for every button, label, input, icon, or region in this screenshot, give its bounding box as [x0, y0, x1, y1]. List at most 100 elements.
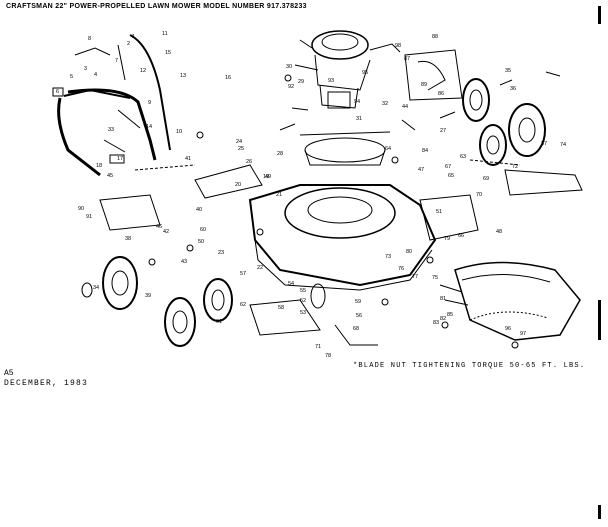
- callout: 15: [165, 50, 171, 56]
- callout: 38: [125, 236, 131, 242]
- callout: 33: [108, 127, 114, 133]
- callout: 70: [476, 192, 482, 198]
- callout: 30: [286, 64, 292, 70]
- callout: 91: [86, 214, 92, 220]
- callout: 59: [355, 299, 361, 305]
- callout: 32: [382, 101, 388, 107]
- callout: 37: [541, 141, 547, 147]
- hardware-parts: [148, 71, 561, 349]
- callout: 53: [300, 310, 306, 316]
- callout: 69: [483, 176, 489, 182]
- callout: 29: [298, 79, 304, 85]
- callout: 76: [398, 266, 404, 272]
- callout: 49: [265, 174, 271, 180]
- callout: 17: [117, 156, 123, 162]
- callout: 68: [353, 326, 359, 332]
- callout: 11: [162, 31, 168, 37]
- callout: 78: [325, 353, 331, 359]
- callout: 36: [510, 86, 516, 92]
- callout: 61: [216, 319, 222, 325]
- document-title: CRAFTSMAN 22" POWER-PROPELLED LAWN MOWER…: [6, 3, 307, 10]
- callout: 75: [432, 275, 438, 281]
- callout: 81: [440, 296, 446, 302]
- callout: 45: [107, 173, 113, 179]
- callout: 28: [277, 151, 283, 157]
- callout: 48: [496, 229, 502, 235]
- callout: 25: [238, 146, 244, 152]
- engine-icon: [294, 30, 463, 109]
- handle-icon: [52, 34, 171, 177]
- callout: 62: [240, 302, 246, 308]
- callout: 43: [181, 259, 187, 265]
- callout: 4: [94, 72, 97, 78]
- callout: 93: [328, 78, 334, 84]
- callout: 6: [56, 89, 59, 95]
- callout: 71: [315, 344, 321, 350]
- callout: 57: [240, 271, 246, 277]
- callout: 54: [288, 281, 294, 287]
- callout: 42: [163, 229, 169, 235]
- callout: 2: [127, 41, 130, 47]
- callout: 16: [225, 75, 231, 81]
- callout: 92: [288, 84, 294, 90]
- callout: 66: [458, 233, 464, 239]
- binding-edge-mark: [598, 6, 601, 24]
- callout: 14: [146, 124, 152, 130]
- callout: 63: [460, 154, 466, 160]
- callout: 50: [198, 239, 204, 245]
- callout: 27: [440, 128, 446, 134]
- drive-components: [99, 159, 583, 346]
- callout: 82: [440, 316, 446, 322]
- callout: 95: [362, 70, 368, 76]
- document-date: DECEMBER, 1983: [4, 379, 89, 388]
- callout: 73: [385, 254, 391, 260]
- callout: 1: [132, 34, 135, 40]
- binding-edge-mark: [598, 300, 601, 340]
- callout: 12: [140, 68, 146, 74]
- callout: 60: [200, 227, 206, 233]
- callout: 40: [196, 207, 202, 213]
- callout: 21: [276, 192, 282, 198]
- callout: 19: [263, 174, 269, 180]
- callout: 5: [70, 74, 73, 80]
- callout: 98: [395, 43, 401, 49]
- callout: 94: [354, 99, 360, 105]
- callout: 58: [278, 305, 284, 311]
- callout: 47: [418, 167, 424, 173]
- callout: 87: [404, 56, 410, 62]
- binding-edge-mark: [598, 505, 601, 519]
- callout: 83: [433, 320, 439, 326]
- callout: 67: [445, 164, 451, 170]
- callout: 3: [84, 66, 87, 72]
- grass-bag-icon: [439, 261, 581, 341]
- callout: 85: [447, 312, 453, 318]
- callout: 97: [520, 331, 526, 337]
- callout: 34: [93, 285, 99, 291]
- callout: 13: [180, 73, 186, 79]
- callout: 51: [436, 209, 442, 215]
- callout: 64: [385, 146, 391, 152]
- callout: 86: [438, 91, 444, 97]
- callout: 80: [406, 249, 412, 255]
- callout: 77: [412, 274, 418, 280]
- callout: 79: [444, 236, 450, 242]
- callout: 9: [148, 100, 151, 106]
- callout: 84: [422, 148, 428, 154]
- page-number: A5: [4, 369, 14, 378]
- callout: 56: [356, 313, 362, 319]
- callout: 65: [448, 173, 454, 179]
- callout: 55: [300, 288, 306, 294]
- callout: 72: [512, 164, 518, 170]
- callout: 8: [88, 36, 91, 42]
- callout: 22: [257, 265, 263, 271]
- part-callouts: 1 2 3 4 5 6 7 8 9 10 11 12 13 14 15 16 1…: [56, 31, 566, 359]
- callout: 26: [246, 159, 252, 165]
- callout: 52: [300, 298, 306, 304]
- callout: 46: [156, 224, 162, 230]
- callout: 23: [218, 250, 224, 256]
- callout: 39: [145, 293, 151, 299]
- callout: 7: [115, 58, 118, 64]
- callout: 20: [235, 182, 241, 188]
- callout: 31: [356, 116, 362, 122]
